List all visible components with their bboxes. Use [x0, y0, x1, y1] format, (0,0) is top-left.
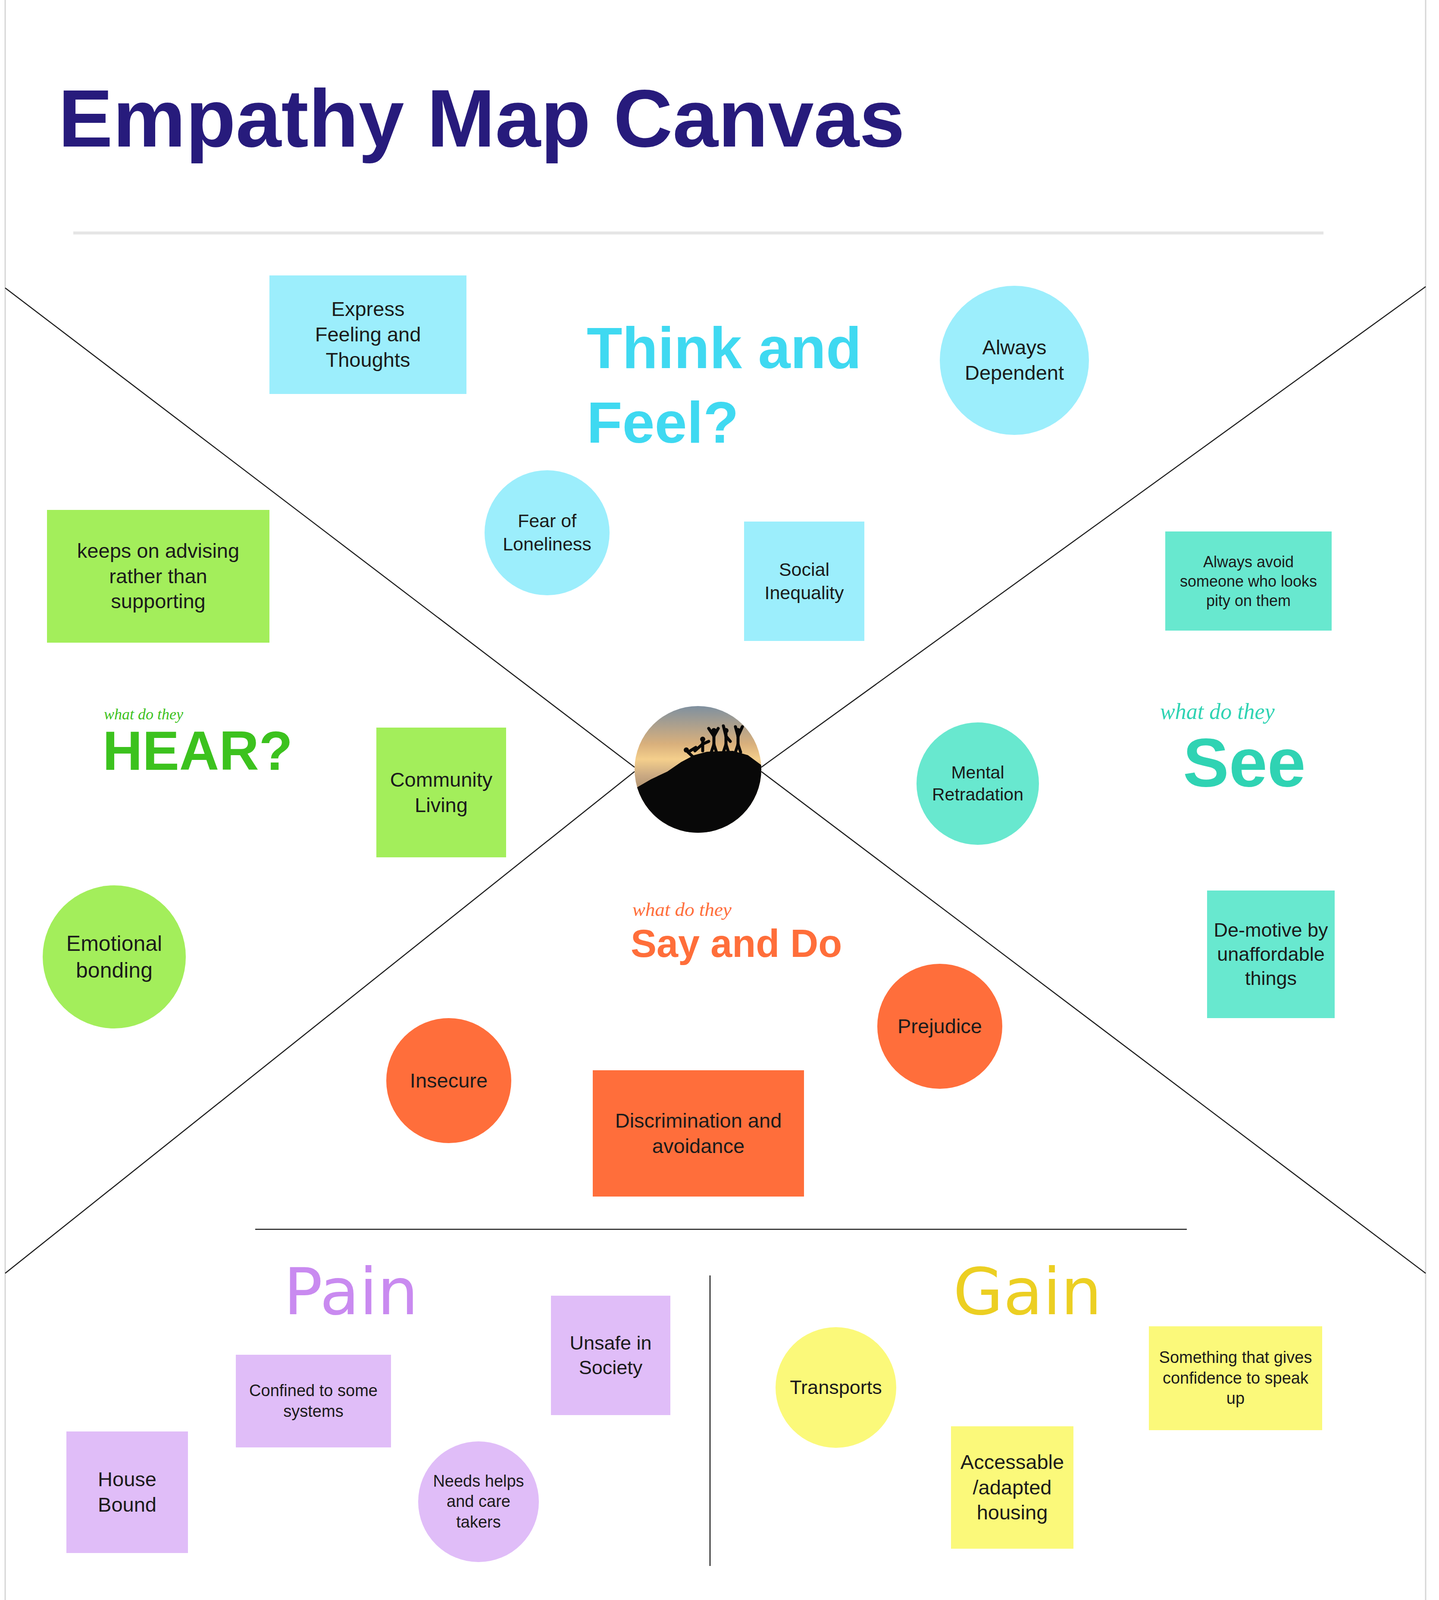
note-text: House Bound — [83, 1467, 171, 1518]
title-rule — [73, 231, 1324, 235]
note-text-group: Accessable /adapted housing — [955, 1449, 1070, 1526]
center-illustration — [634, 706, 762, 833]
circle-fill — [418, 1441, 539, 1563]
climbers — [688, 725, 743, 759]
sticky-circle: Transports — [775, 1327, 897, 1449]
page-border — [4, 0, 7, 1600]
circle-shape — [916, 722, 1039, 845]
sticky-note: keeps on advising rather than supporting — [46, 509, 270, 643]
note-text-group: Insecure — [409, 1068, 488, 1094]
note-text-group: Always avoid someone who looks pity on t… — [1177, 552, 1320, 611]
note-text: Transports — [789, 1375, 882, 1400]
note-text-group: Prejudice — [897, 1013, 983, 1040]
sticky-note: Accessable /adapted housing — [950, 1426, 1074, 1549]
note-text: Fear of Loneliness — [494, 509, 600, 557]
sticky-note: Express Feeling and Thoughts — [269, 275, 467, 395]
note-text-group: De-motive by unaffordable things — [1211, 918, 1331, 992]
section-divider — [709, 1275, 711, 1567]
sky — [634, 706, 762, 833]
note-text: Community Living — [384, 767, 499, 819]
page-title: Empathy Map Canvas — [58, 68, 905, 168]
note-text: Needs helps and care takers — [427, 1471, 529, 1533]
quadrant-line — [761, 771, 1426, 1274]
note-text-group: Something that gives confidence to speak… — [1157, 1347, 1314, 1410]
circle-fill — [484, 470, 610, 596]
note-text-group: Community Living — [384, 767, 499, 819]
section-heading: HEAR? — [102, 720, 293, 782]
note-text-group: Always Dependent — [951, 334, 1078, 386]
mountain-silhouette — [634, 750, 762, 833]
sticky-note: Discrimination and avoidance — [592, 1070, 804, 1197]
climber-heads — [683, 728, 741, 753]
note-text-group: Social Inequality — [751, 558, 857, 605]
sticky-circle: Fear of Loneliness — [484, 470, 610, 596]
sticky-circle: Prejudice — [877, 963, 1003, 1089]
sticky-circle: Emotional bonding — [42, 885, 186, 1029]
note-text-group: Needs helps and care takers — [427, 1471, 529, 1533]
note-text-group: Fear of Loneliness — [494, 509, 600, 557]
note-text: Accessable /adapted housing — [955, 1449, 1070, 1526]
circle-fill — [877, 963, 1003, 1089]
note-text: Discrimination and avoidance — [605, 1108, 792, 1160]
note-text: Unsafe in Society — [559, 1331, 662, 1380]
note-text-group: Express Feeling and Thoughts — [299, 296, 437, 373]
section-heading: Think and Feel? — [586, 311, 889, 461]
circle-shape — [939, 285, 1089, 435]
sticky-circle: Needs helps and care takers — [418, 1441, 539, 1563]
circle-fill — [42, 885, 186, 1029]
note-text: Prejudice — [897, 1013, 983, 1040]
note-text: Insecure — [409, 1068, 488, 1094]
sticky-note: Confined to some systems — [235, 1354, 392, 1448]
section-heading: Pain — [283, 1256, 419, 1328]
sticky-note: Social Inequality — [744, 521, 865, 642]
note-text: Always avoid someone who looks pity on t… — [1177, 552, 1320, 611]
note-text-group: Confined to some systems — [248, 1380, 379, 1422]
note-text-group: keeps on advising rather than supporting — [62, 538, 254, 615]
sticky-note: Always avoid someone who looks pity on t… — [1165, 531, 1332, 631]
circle-fill — [775, 1327, 897, 1449]
sticky-note: House Bound — [66, 1431, 188, 1554]
section-subheading: what do they — [632, 899, 732, 921]
note-text-group: Emotional bonding — [54, 930, 175, 985]
section-heading: Say and Do — [630, 922, 842, 966]
note-text: Always Dependent — [951, 334, 1078, 386]
note-text: De-motive by unaffordable things — [1211, 918, 1331, 992]
circle-shape — [484, 470, 610, 596]
circle-fill — [386, 1018, 512, 1144]
section-subheading: what do they — [1160, 699, 1275, 724]
note-text-group: House Bound — [83, 1467, 171, 1518]
note-text-group: Unsafe in Society — [559, 1331, 662, 1380]
note-text-group: Discrimination and avoidance — [605, 1108, 792, 1160]
note-text: Mental Retradation — [926, 761, 1030, 807]
note-text: Social Inequality — [751, 558, 857, 605]
section-divider — [255, 1229, 1187, 1231]
circle-fill — [939, 285, 1089, 435]
note-text: keeps on advising rather than supporting — [62, 538, 254, 615]
sticky-circle: Insecure — [386, 1018, 512, 1144]
section-heading: See — [1182, 726, 1306, 799]
section-heading: Gain — [953, 1256, 1102, 1328]
note-text: Emotional bonding — [54, 930, 175, 985]
note-text-group: Mental Retradation — [926, 761, 1030, 807]
circle-fill — [916, 722, 1039, 845]
note-text: Confined to some systems — [248, 1380, 379, 1422]
sticky-note: Something that gives confidence to speak… — [1148, 1326, 1323, 1431]
sticky-note: Community Living — [376, 727, 507, 858]
quadrant-line — [5, 771, 635, 1274]
sticky-circle: Mental Retradation — [916, 722, 1039, 845]
note-text-group: Transports — [789, 1375, 882, 1400]
page-border — [1425, 0, 1427, 1600]
sticky-note: De-motive by unaffordable things — [1207, 890, 1335, 1019]
note-text: Express Feeling and Thoughts — [299, 296, 437, 373]
note-text: Something that gives confidence to speak… — [1157, 1347, 1314, 1410]
sticky-circle: Always Dependent — [939, 285, 1089, 435]
sticky-note: Unsafe in Society — [550, 1295, 671, 1416]
circle-shape — [42, 885, 186, 1029]
